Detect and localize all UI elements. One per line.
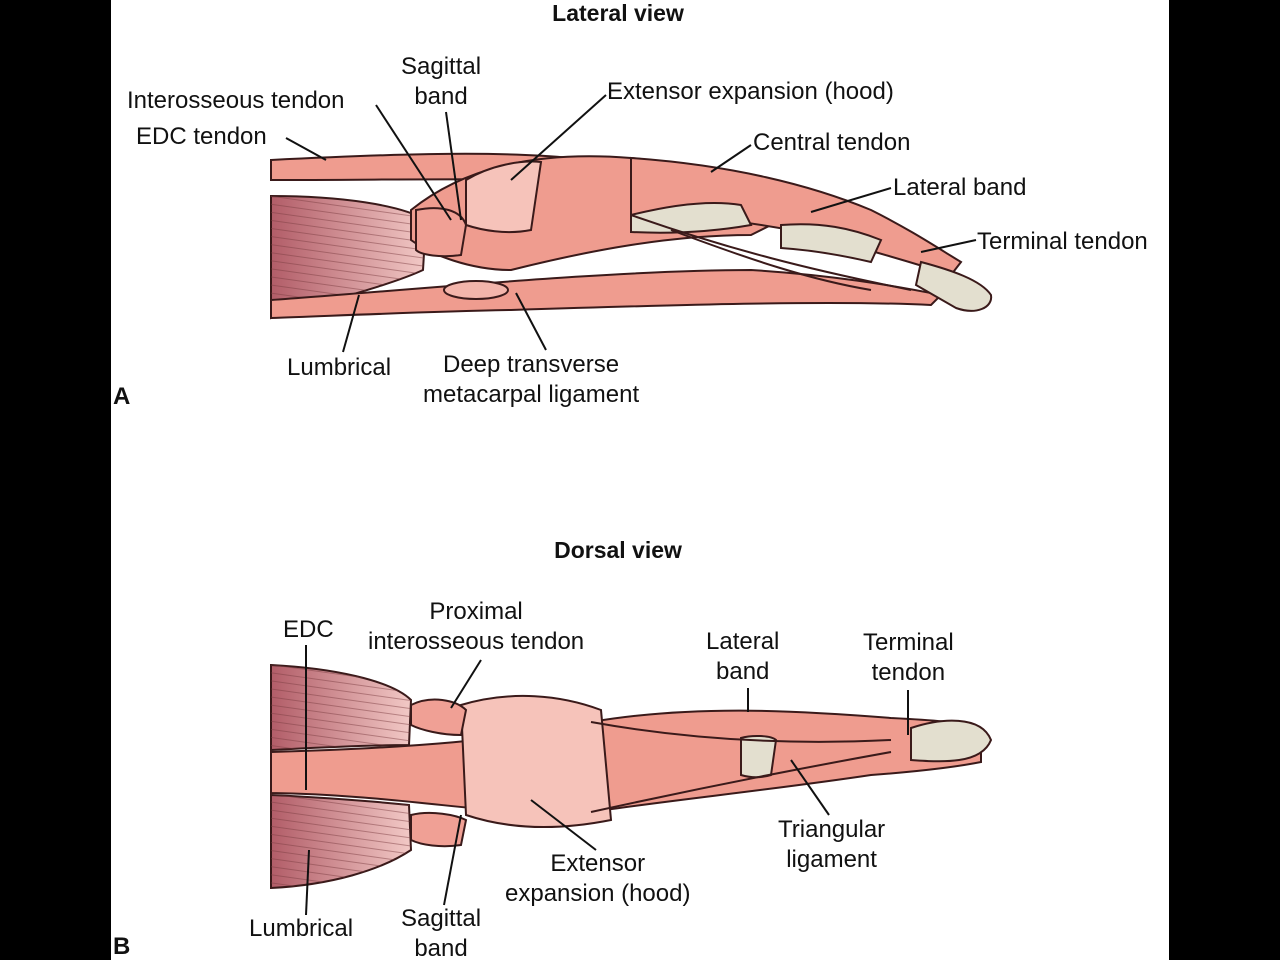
dorsal-view-title: Dorsal view	[554, 537, 682, 563]
bone-lateral-middle	[780, 223, 883, 264]
label-sagittal-band-a: Sagittal band	[401, 53, 482, 110]
label-lumbrical-b: Lumbrical	[249, 915, 354, 942]
label-extensor-expansion-a: Extensor expansion (hood)	[607, 78, 894, 105]
dorsal-hood	[459, 694, 613, 828]
label-deep-transverse-a: Deep transverse metacarpal ligament	[423, 351, 640, 408]
panel-letter-b: B	[113, 933, 131, 960]
label-interosseous-tendon-a: Interosseous tendon	[127, 87, 345, 114]
label-sagittal-band-b: Sagittal band	[401, 905, 482, 960]
deep-transverse-ligament-lateral	[443, 280, 509, 300]
label-terminal-tendon-a: Terminal tendon	[977, 228, 1148, 255]
interosseous-tendon-lateral	[415, 207, 468, 258]
label-edc-b: EDC	[283, 616, 334, 643]
figure-page: Lateral view Sagittal band Interosseous …	[111, 0, 1169, 960]
label-extensor-expansion-b: Extensor expansion (hood)	[505, 850, 691, 907]
dorsal-view-leader-lines	[305, 645, 909, 916]
lateral-view-leader-lines	[285, 94, 977, 353]
dorsal-interosseous-bottom	[410, 811, 468, 848]
label-lateral-band-b: Lateral band	[706, 628, 780, 685]
label-edc-tendon-a: EDC tendon	[136, 123, 267, 150]
label-lateral-band-a: Lateral band	[893, 174, 1027, 201]
label-terminal-tendon-b: Terminal tendon	[863, 629, 954, 686]
lower-tendon-lateral	[270, 268, 944, 320]
lateral-view-title: Lateral view	[552, 0, 684, 26]
label-triangular-ligament-b: Triangular ligament	[778, 816, 886, 873]
dorsal-bone-distal	[910, 719, 993, 763]
label-central-tendon-a: Central tendon	[753, 129, 911, 156]
sagittal-band-lateral	[465, 160, 543, 234]
lateral-view-drawing	[270, 152, 993, 320]
bone-lateral-distal	[914, 260, 993, 312]
dorsal-interosseous-top	[410, 698, 468, 737]
panel-letter-a: A	[113, 383, 131, 410]
dorsal-bone-middle	[740, 734, 778, 779]
anatomy-illustration	[270, 94, 993, 916]
label-proximal-interosseous-b: Proximal interosseous tendon	[368, 598, 585, 655]
label-lumbrical-a: Lumbrical	[287, 354, 392, 381]
